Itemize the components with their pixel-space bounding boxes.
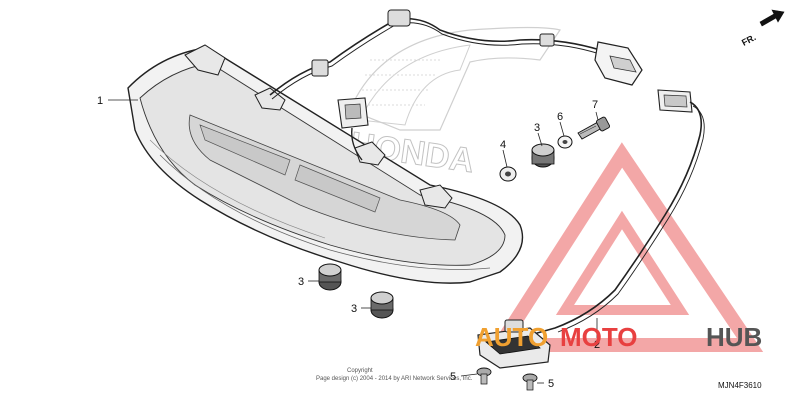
callout-3-left: 3 xyxy=(298,276,304,288)
callout-3-lower: 3 xyxy=(351,303,357,315)
callout-2: 2 xyxy=(594,339,600,351)
brand-auto: AUTO xyxy=(475,322,548,352)
callout-5-left: 5 xyxy=(450,371,456,383)
taillight-housing xyxy=(127,44,524,284)
callout-7: 7 xyxy=(592,99,598,111)
front-direction-label: FR. xyxy=(740,32,757,48)
washer xyxy=(557,135,573,149)
brand-hub: HUB xyxy=(706,322,762,352)
bolt xyxy=(577,116,610,140)
screw-left xyxy=(476,367,492,385)
watermark-triangle-logo xyxy=(487,142,764,352)
callout-1: 1 xyxy=(97,95,103,107)
grommet-lower-left xyxy=(318,263,342,291)
callout-6: 6 xyxy=(557,111,563,123)
sub-harness-license-light xyxy=(477,89,705,369)
grommet-upper xyxy=(531,143,555,168)
housing-wiring-harness xyxy=(269,9,643,161)
callout-4: 4 xyxy=(500,139,506,151)
front-direction-arrow: FR. xyxy=(740,9,785,48)
screw-right xyxy=(522,373,538,391)
diagram-code: MJN4F3610 xyxy=(718,381,762,390)
callout-5-right: 5 xyxy=(548,378,554,390)
grommet-lower-right xyxy=(370,291,394,319)
collar-washer xyxy=(499,166,517,182)
copyright-line-2: Page design (c) 2004 - 2014 by ARI Netwo… xyxy=(316,376,473,382)
copyright-line-1: Copyright xyxy=(347,368,373,374)
leader-lines xyxy=(108,99,599,384)
callout-3-upper: 3 xyxy=(534,122,540,134)
brand-watermark: AUTO MOTO HUB xyxy=(475,322,762,352)
brand-moto: MOTO xyxy=(560,322,638,352)
